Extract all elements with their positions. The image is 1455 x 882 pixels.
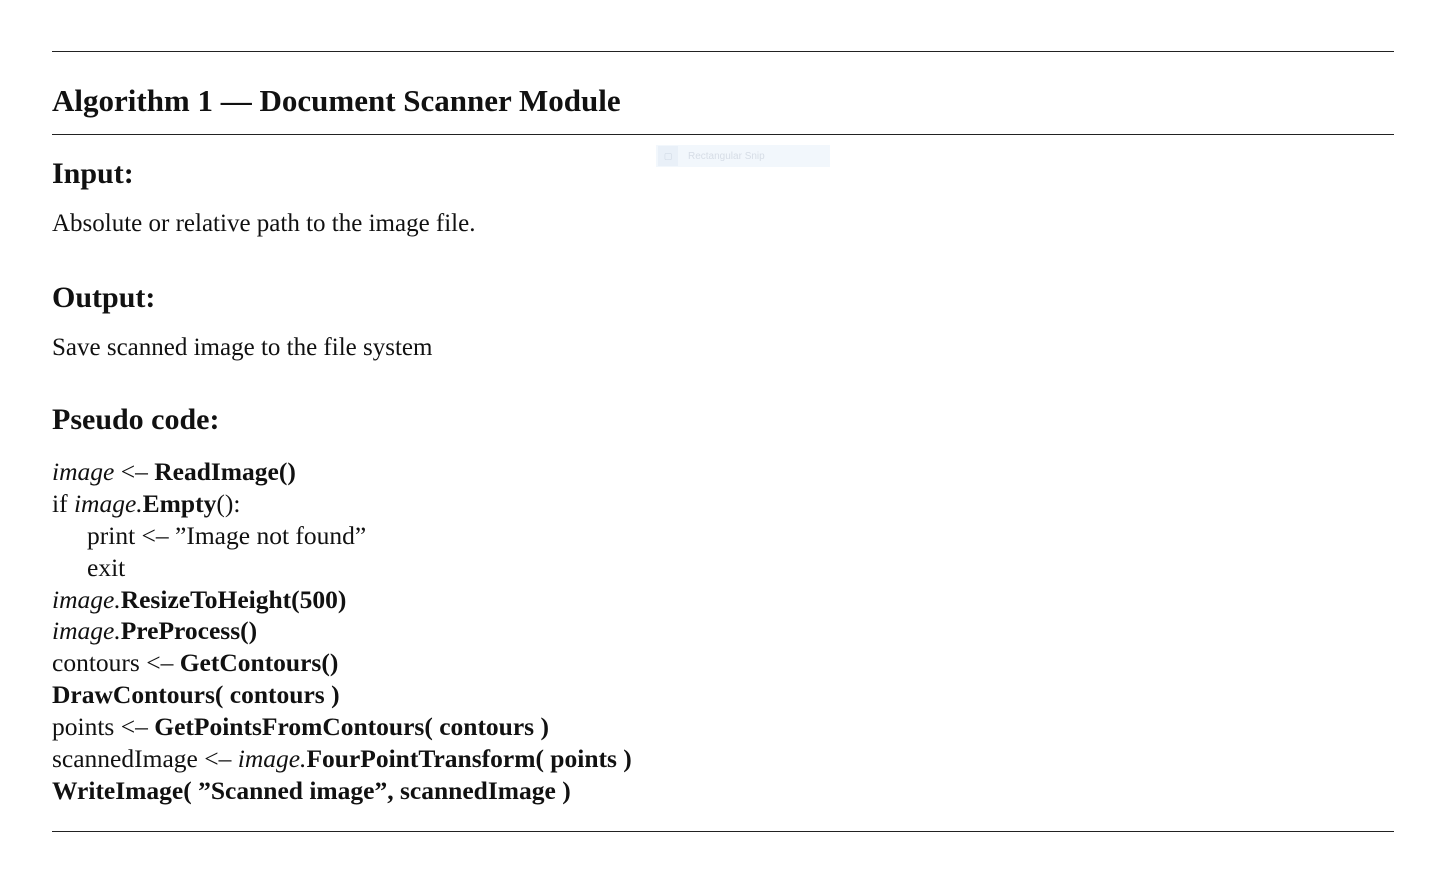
code-text: scannedImage <–: [52, 744, 238, 774]
pseudocode-line: contours <– GetContours(): [52, 647, 632, 679]
code-text: contours <–: [52, 648, 180, 678]
code-text: ():: [216, 488, 241, 518]
snip-mode-label: Rectangular Snip: [688, 150, 765, 162]
code-text: print <– ”Image not found”: [87, 520, 367, 550]
title-rule: [52, 134, 1394, 135]
pseudocode-line: WriteImage( ”Scanned image”, scannedImag…: [52, 775, 632, 807]
pseudocode-line: print <– ”Image not found”: [52, 520, 632, 552]
code-text: if: [52, 488, 74, 518]
top-rule: [52, 51, 1394, 52]
rectangular-snip-toolbar[interactable]: ▢ Rectangular Snip: [656, 145, 830, 167]
pseudocode-line: if image.Empty():: [52, 488, 632, 520]
pseudocode-line: image <– ReadImage(): [52, 456, 632, 488]
code-variable: image.: [237, 744, 307, 774]
algorithm-title: Algorithm 1 — Document Scanner Module: [52, 83, 621, 118]
pseudocode-line: points <– GetPointsFromContours( contour…: [52, 711, 632, 743]
input-heading: Input:: [52, 157, 134, 190]
code-keyword: PreProcess(): [120, 616, 258, 646]
code-keyword: DrawContours( contours ): [52, 680, 340, 710]
pseudocode-line: exit: [52, 552, 632, 584]
pseudocode-line: scannedImage <– image.FourPointTransform…: [52, 743, 632, 775]
code-keyword: ResizeToHeight(500): [120, 584, 347, 614]
output-heading: Output:: [52, 281, 156, 314]
bottom-rule: [52, 831, 1394, 832]
pseudocode-block: image <– ReadImage()if image.Empty():pri…: [52, 456, 632, 807]
pseudocode-line: image.PreProcess(): [52, 615, 632, 647]
code-variable: image.: [52, 584, 121, 614]
pseudocode-heading: Pseudo code:: [52, 403, 220, 436]
code-keyword: Empty: [142, 488, 217, 518]
code-keyword: GetPointsFromContours( contours ): [154, 712, 549, 742]
code-keyword: GetContours(): [179, 648, 339, 678]
code-keyword: ReadImage(): [154, 457, 296, 486]
snip-mode-icon[interactable]: ▢: [658, 146, 678, 166]
code-keyword: FourPointTransform( points ): [306, 744, 632, 774]
code-text: points <–: [52, 712, 155, 742]
code-keyword: WriteImage( ”Scanned image”, scannedImag…: [52, 775, 571, 805]
code-variable: image.: [52, 616, 121, 646]
code-variable: image: [52, 457, 115, 486]
pseudocode-line: image.ResizeToHeight(500): [52, 584, 632, 616]
code-variable: image.: [73, 488, 143, 518]
code-text: exit: [87, 552, 126, 582]
output-description: Save scanned image to the file system: [52, 334, 433, 361]
code-text: <–: [114, 457, 155, 486]
input-description: Absolute or relative path to the image f…: [52, 210, 476, 237]
pseudocode-line: DrawContours( contours ): [52, 679, 632, 711]
